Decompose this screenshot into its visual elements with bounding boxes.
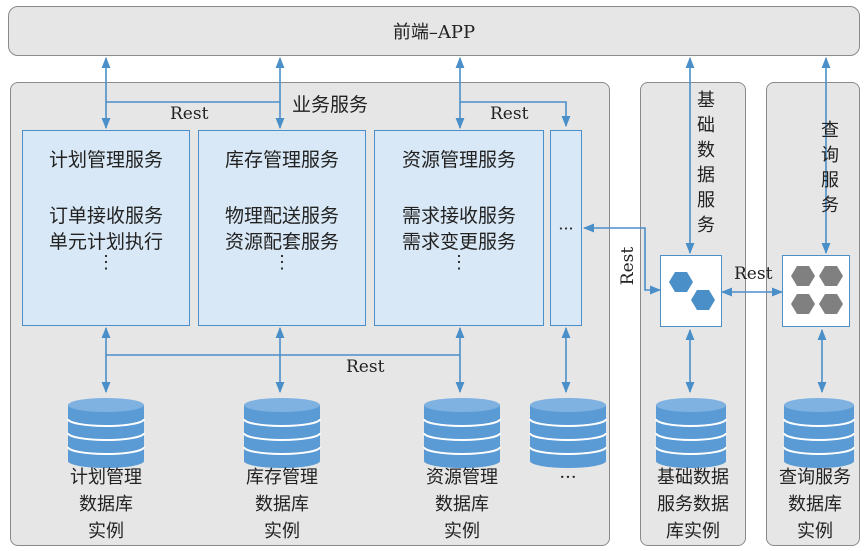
frontend-app-bar: 前端–APP [8, 6, 860, 56]
db-label-resource: 资源管理 数据库 实例 [426, 467, 498, 542]
rest-label-bottom: Rest [346, 357, 385, 377]
hexagon-icon [691, 290, 715, 310]
database-icon-inventory [243, 398, 321, 468]
ellipsis-vertical: ⋮ [273, 252, 291, 273]
hexagon-pair-base [669, 272, 715, 310]
service-title: 资源管理服务 [401, 149, 516, 171]
service-box-inventory: 库存管理服务 物理配送服务 资源配套服务 ⋮ [198, 130, 366, 326]
more-services-ellipsis: ··· [558, 219, 574, 238]
db-label-query: 查询服务 数据库 实例 [779, 467, 851, 542]
rest-label-right: Rest [490, 104, 529, 124]
hexagon-icon [791, 266, 815, 286]
hexagon-icon [819, 294, 843, 314]
rest-line-resource-more [460, 101, 571, 128]
rest-label-base-query: Rest [734, 264, 773, 284]
database-icon-resource [423, 398, 501, 468]
database-icon-base [655, 398, 727, 468]
db-label-base: 基础数据 服务数据 库实例 [657, 467, 729, 542]
service-line: 需求变更服务 [401, 231, 516, 253]
service-line: 单元计划执行 [48, 231, 163, 253]
database-icon-plan [67, 398, 145, 468]
service-box-resource: 资源管理服务 需求接收服务 需求变更服务 ⋮ [374, 130, 544, 326]
db-label-plan: 计划管理 数据库 实例 [70, 467, 142, 542]
service-line: 需求接收服务 [401, 205, 516, 227]
frontend-label: 前端–APP [392, 22, 476, 43]
ellipsis-vertical: ⋮ [450, 252, 468, 273]
service-line: 物理配送服务 [224, 205, 339, 227]
service-line: 订单接收服务 [48, 205, 163, 227]
hexagon-quad-query [791, 266, 843, 314]
base-data-service-box [660, 255, 722, 327]
db-label-more: ··· [559, 467, 577, 488]
database-icon-query [783, 398, 855, 468]
service-box-plan: 计划管理服务 订单接收服务 单元计划执行 ⋮ [22, 130, 190, 326]
service-title: 计划管理服务 [48, 149, 163, 171]
db-label-inventory: 库存管理 数据库 实例 [246, 467, 318, 542]
service-box-more: ··· [550, 130, 582, 326]
business-services-label: 业务服务 [292, 94, 369, 116]
rest-label-vertical: Rest [618, 246, 639, 286]
ellipsis-vertical: ⋮ [97, 252, 115, 273]
query-service-label: 查 询 服 务 [821, 120, 839, 216]
base-data-service-label: 基 础 数 据 服 务 [697, 90, 715, 236]
hexagon-icon [791, 294, 815, 314]
rest-label-left: Rest [170, 104, 209, 124]
hexagon-icon [819, 266, 843, 286]
query-service-box [782, 255, 850, 327]
rest-link-more-base [582, 223, 662, 295]
service-title: 库存管理服务 [224, 149, 339, 171]
hexagon-icon [669, 272, 693, 292]
service-line: 资源配套服务 [224, 231, 339, 253]
database-icon-more [529, 398, 607, 468]
